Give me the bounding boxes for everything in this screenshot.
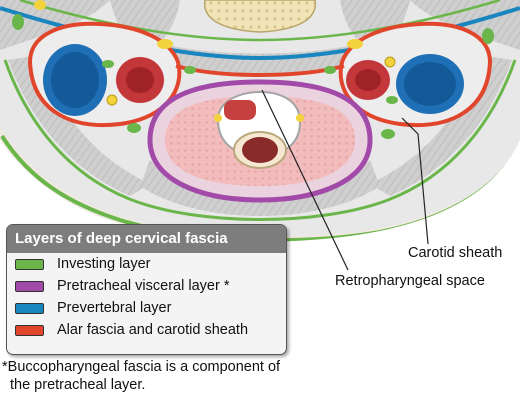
- legend-item-alar: Alar fascia and carotid sheath: [15, 319, 286, 341]
- legend-item-label: Prevertebral layer: [57, 300, 172, 316]
- footnote: *Buccopharyngeal fascia is a component o…: [2, 358, 422, 394]
- legend-item-investing: Investing layer: [15, 253, 286, 275]
- footnote-line-1: *Buccopharyngeal fascia is a component o…: [2, 359, 281, 375]
- legend-item-prevertebral: Prevertebral layer: [15, 297, 286, 319]
- retropharyngeal-space-label: Retropharyngeal space: [335, 273, 485, 289]
- neck-tissue: [0, 0, 520, 242]
- legend-title: Layers of deep cervical fascia: [7, 225, 286, 253]
- red-swatch-icon: [15, 324, 44, 336]
- green-swatch-icon: [15, 258, 44, 270]
- legend-item-label: Investing layer: [57, 256, 151, 272]
- legend-item-pretracheal: Pretracheal visceral layer *: [15, 275, 286, 297]
- legend-item-label: Pretracheal visceral layer *: [57, 278, 230, 294]
- blue-swatch-icon: [15, 302, 44, 314]
- purple-swatch-icon: [15, 280, 44, 292]
- legend-item-label: Alar fascia and carotid sheath: [57, 322, 249, 338]
- carotid-sheath-label: Carotid sheath: [408, 245, 503, 261]
- fascia-legend: Layers of deep cervical fascia Investing…: [6, 224, 287, 355]
- footnote-line-2: the pretracheal layer.: [10, 377, 146, 393]
